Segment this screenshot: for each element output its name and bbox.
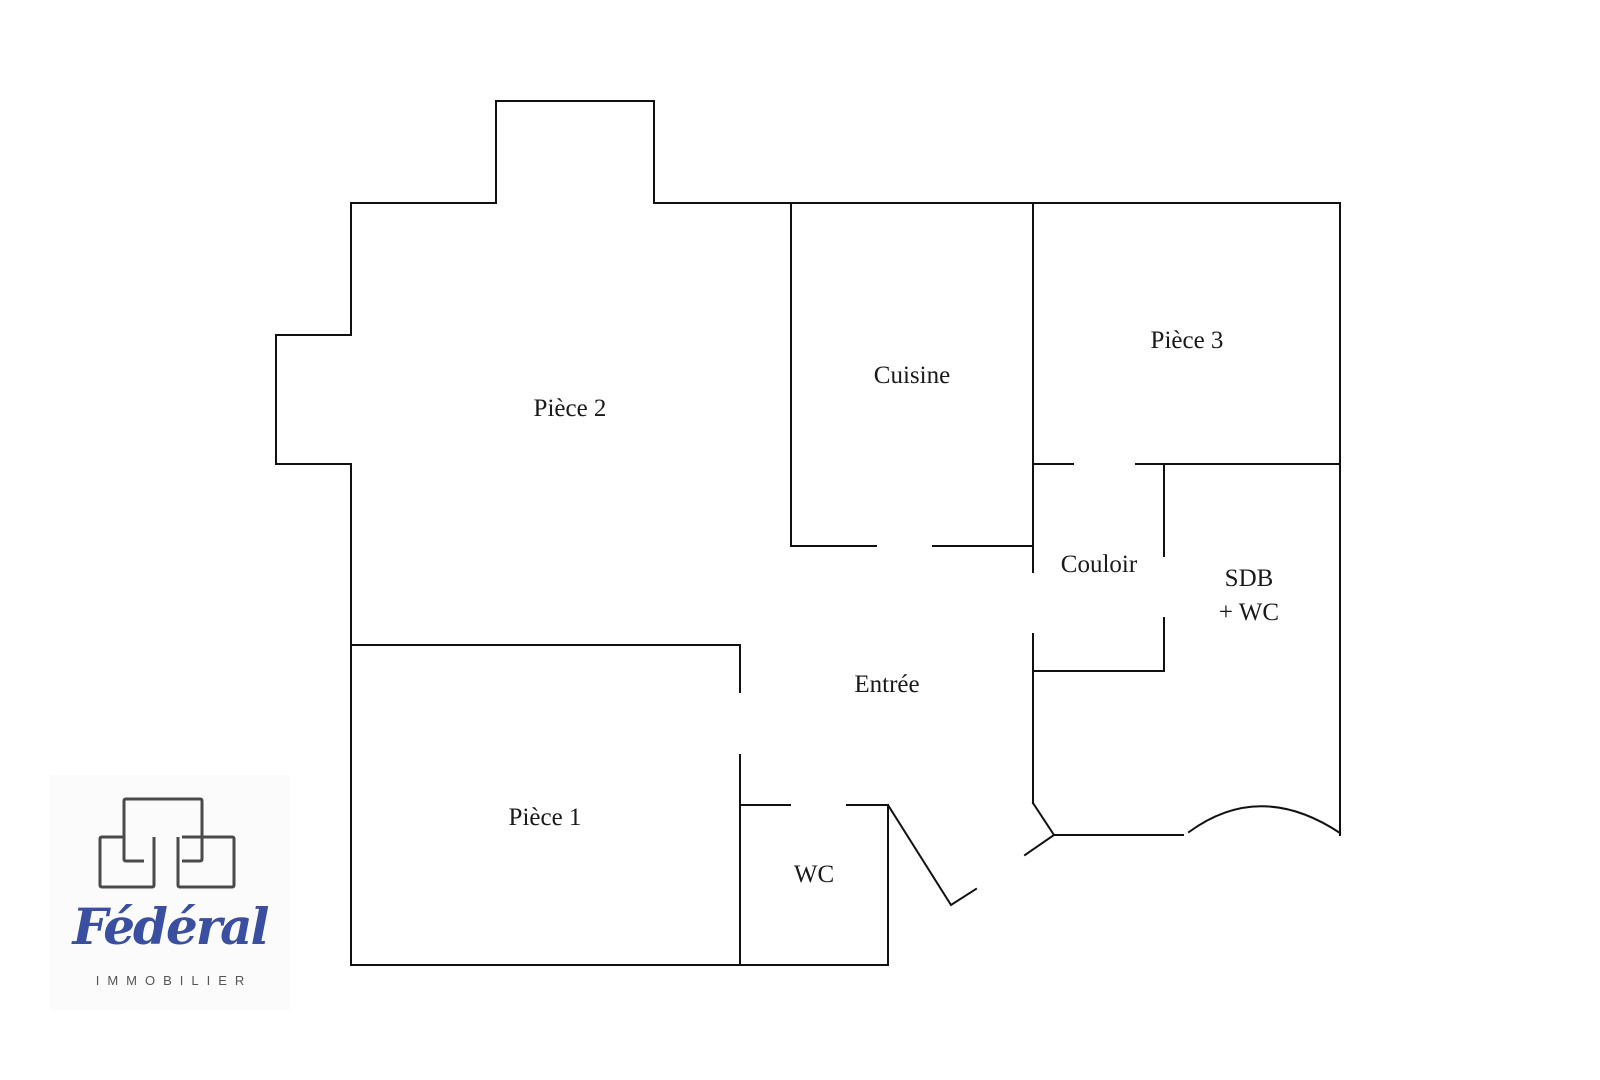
outer-walls <box>275 100 1341 966</box>
logo-subtitle: IMMOBILIER <box>95 973 253 988</box>
room-label-sdb-wc: + WC <box>1219 599 1279 626</box>
federal-immobilier-logo: Fédéral IMMOBILIER <box>50 775 290 1010</box>
room-label-piece-3: Pièce 3 <box>1151 327 1224 354</box>
room-label-sdb: SDB <box>1225 565 1274 592</box>
interior-walls <box>350 202 1342 966</box>
room-label-piece-1: Pièce 1 <box>509 804 582 831</box>
room-label-entree: Entrée <box>854 671 919 698</box>
room-label-couloir: Couloir <box>1061 551 1138 578</box>
room-label-piece-2: Pièce 2 <box>534 395 607 422</box>
room-labels: Pièce 2 Cuisine Pièce 3 Couloir SDB + WC… <box>509 327 1280 888</box>
interlocking-squares-logo-icon <box>98 797 236 889</box>
room-label-wc: WC <box>794 861 834 888</box>
room-label-cuisine: Cuisine <box>874 362 950 389</box>
logo-brand-name: Fédéral <box>72 897 269 956</box>
